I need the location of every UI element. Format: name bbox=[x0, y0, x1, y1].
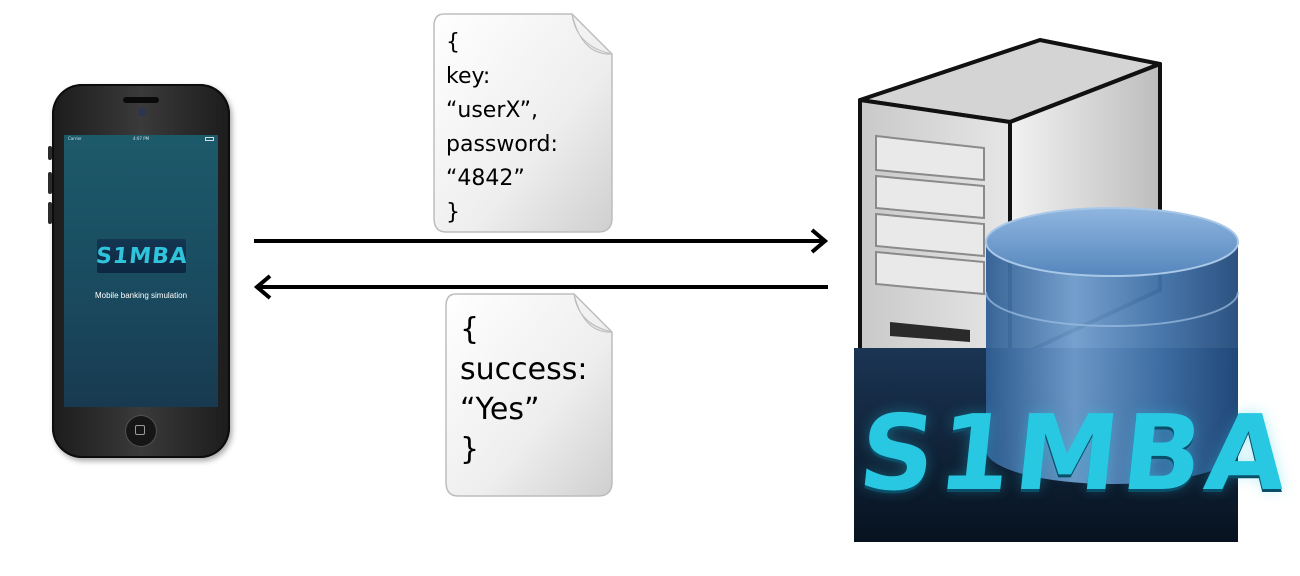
phone-mute-switch bbox=[48, 146, 52, 160]
phone-volume-up bbox=[48, 172, 52, 194]
battery-icon bbox=[205, 137, 214, 141]
mobile-phone: Carrier 4:07 PM S1MBA Mobile banking sim… bbox=[48, 84, 230, 458]
status-time: 4:07 PM bbox=[132, 136, 150, 141]
phone-speaker bbox=[123, 97, 159, 103]
request-line: } bbox=[446, 200, 460, 225]
app-logo: S1MBA bbox=[94, 239, 189, 273]
phone-volume-down bbox=[48, 202, 52, 224]
app-logo-text: S1MBA bbox=[94, 243, 189, 269]
response-line: success: bbox=[460, 352, 588, 387]
server-logo-text: S1MBA bbox=[853, 392, 1297, 514]
status-bar: Carrier 4:07 PM bbox=[64, 135, 218, 143]
phone-screen: Carrier 4:07 PM S1MBA Mobile banking sim… bbox=[64, 135, 218, 407]
response-json: { success: “Yes” } bbox=[460, 310, 587, 470]
request-line: key: bbox=[446, 64, 491, 89]
server-database-illustration: S1MBA bbox=[850, 30, 1297, 542]
phone-camera bbox=[138, 108, 146, 116]
request-arrow bbox=[254, 228, 829, 254]
response-line: { bbox=[460, 312, 480, 347]
status-carrier: Carrier bbox=[68, 136, 82, 141]
request-line: “userX”, bbox=[446, 98, 538, 123]
response-line: } bbox=[460, 432, 480, 467]
request-document: { key: “userX”, password: “4842” } bbox=[432, 12, 614, 234]
response-arrow bbox=[253, 274, 828, 300]
home-button bbox=[125, 415, 157, 447]
response-document: { success: “Yes” } bbox=[444, 292, 614, 498]
response-line: “Yes” bbox=[460, 392, 540, 427]
request-json: { key: “userX”, password: “4842” } bbox=[446, 26, 558, 230]
request-line: { bbox=[446, 30, 460, 55]
request-line: password: bbox=[446, 132, 558, 157]
app-caption: Mobile banking simulation bbox=[94, 291, 188, 300]
request-line: “4842” bbox=[446, 166, 525, 191]
